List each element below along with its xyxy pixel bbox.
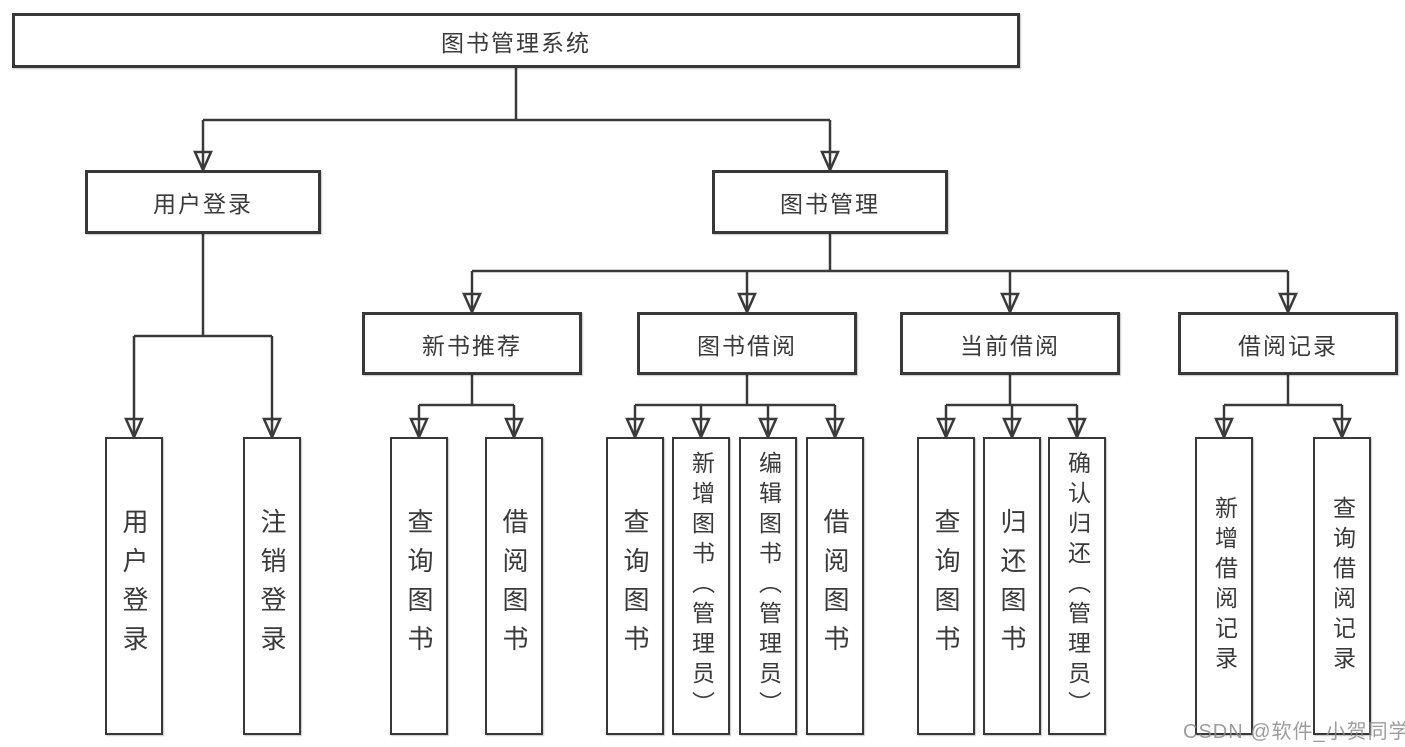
- connector-records-trunk: [1224, 375, 1342, 407]
- connector-current-trunk: [946, 375, 1077, 407]
- connector-newbook-trunk: [419, 375, 514, 407]
- node-root-system: 图书管理系统: [12, 13, 1020, 68]
- leaf-logout: 注销登录: [243, 437, 301, 735]
- connector-root-trunk: [203, 68, 830, 122]
- leaf-query-book-1: 查询图书: [390, 437, 448, 735]
- leaf-borrow-book-2: 借阅图书: [806, 437, 864, 735]
- leaf-query-book-3: 查询图书: [917, 437, 975, 735]
- leaf-user-login: 用户登录: [105, 437, 163, 735]
- leaf-confirm-return-admin: 确认归还（管理员）: [1048, 437, 1106, 735]
- connector-userlogin-trunk: [134, 234, 272, 338]
- leaf-edit-book-admin: 编辑图书（管理员）: [739, 437, 797, 735]
- connector-borrow-trunk: [635, 375, 835, 407]
- leaf-return-book: 归还图书: [983, 437, 1041, 735]
- node-borrow-records: 借阅记录: [1178, 312, 1398, 375]
- csdn-watermark: CSDN @软件_小贺同学: [1183, 721, 1405, 743]
- node-current-borrow: 当前借阅: [900, 312, 1120, 375]
- node-book-management-branch: 图书管理: [712, 170, 948, 234]
- node-new-book-recommend: 新书推荐: [362, 312, 582, 375]
- leaf-query-borrow-record: 查询借阅记录: [1313, 437, 1371, 735]
- node-user-login-branch: 用户登录: [85, 170, 321, 234]
- leaf-query-book-2: 查询图书: [606, 437, 664, 735]
- connector-bookmgmt-trunk: [472, 234, 1288, 273]
- leaf-borrow-book-1: 借阅图书: [485, 437, 543, 735]
- leaf-add-borrow-record: 新增借阅记录: [1195, 437, 1253, 735]
- node-book-borrow: 图书借阅: [637, 312, 857, 375]
- leaf-add-book-admin: 新增图书（管理员）: [672, 437, 730, 735]
